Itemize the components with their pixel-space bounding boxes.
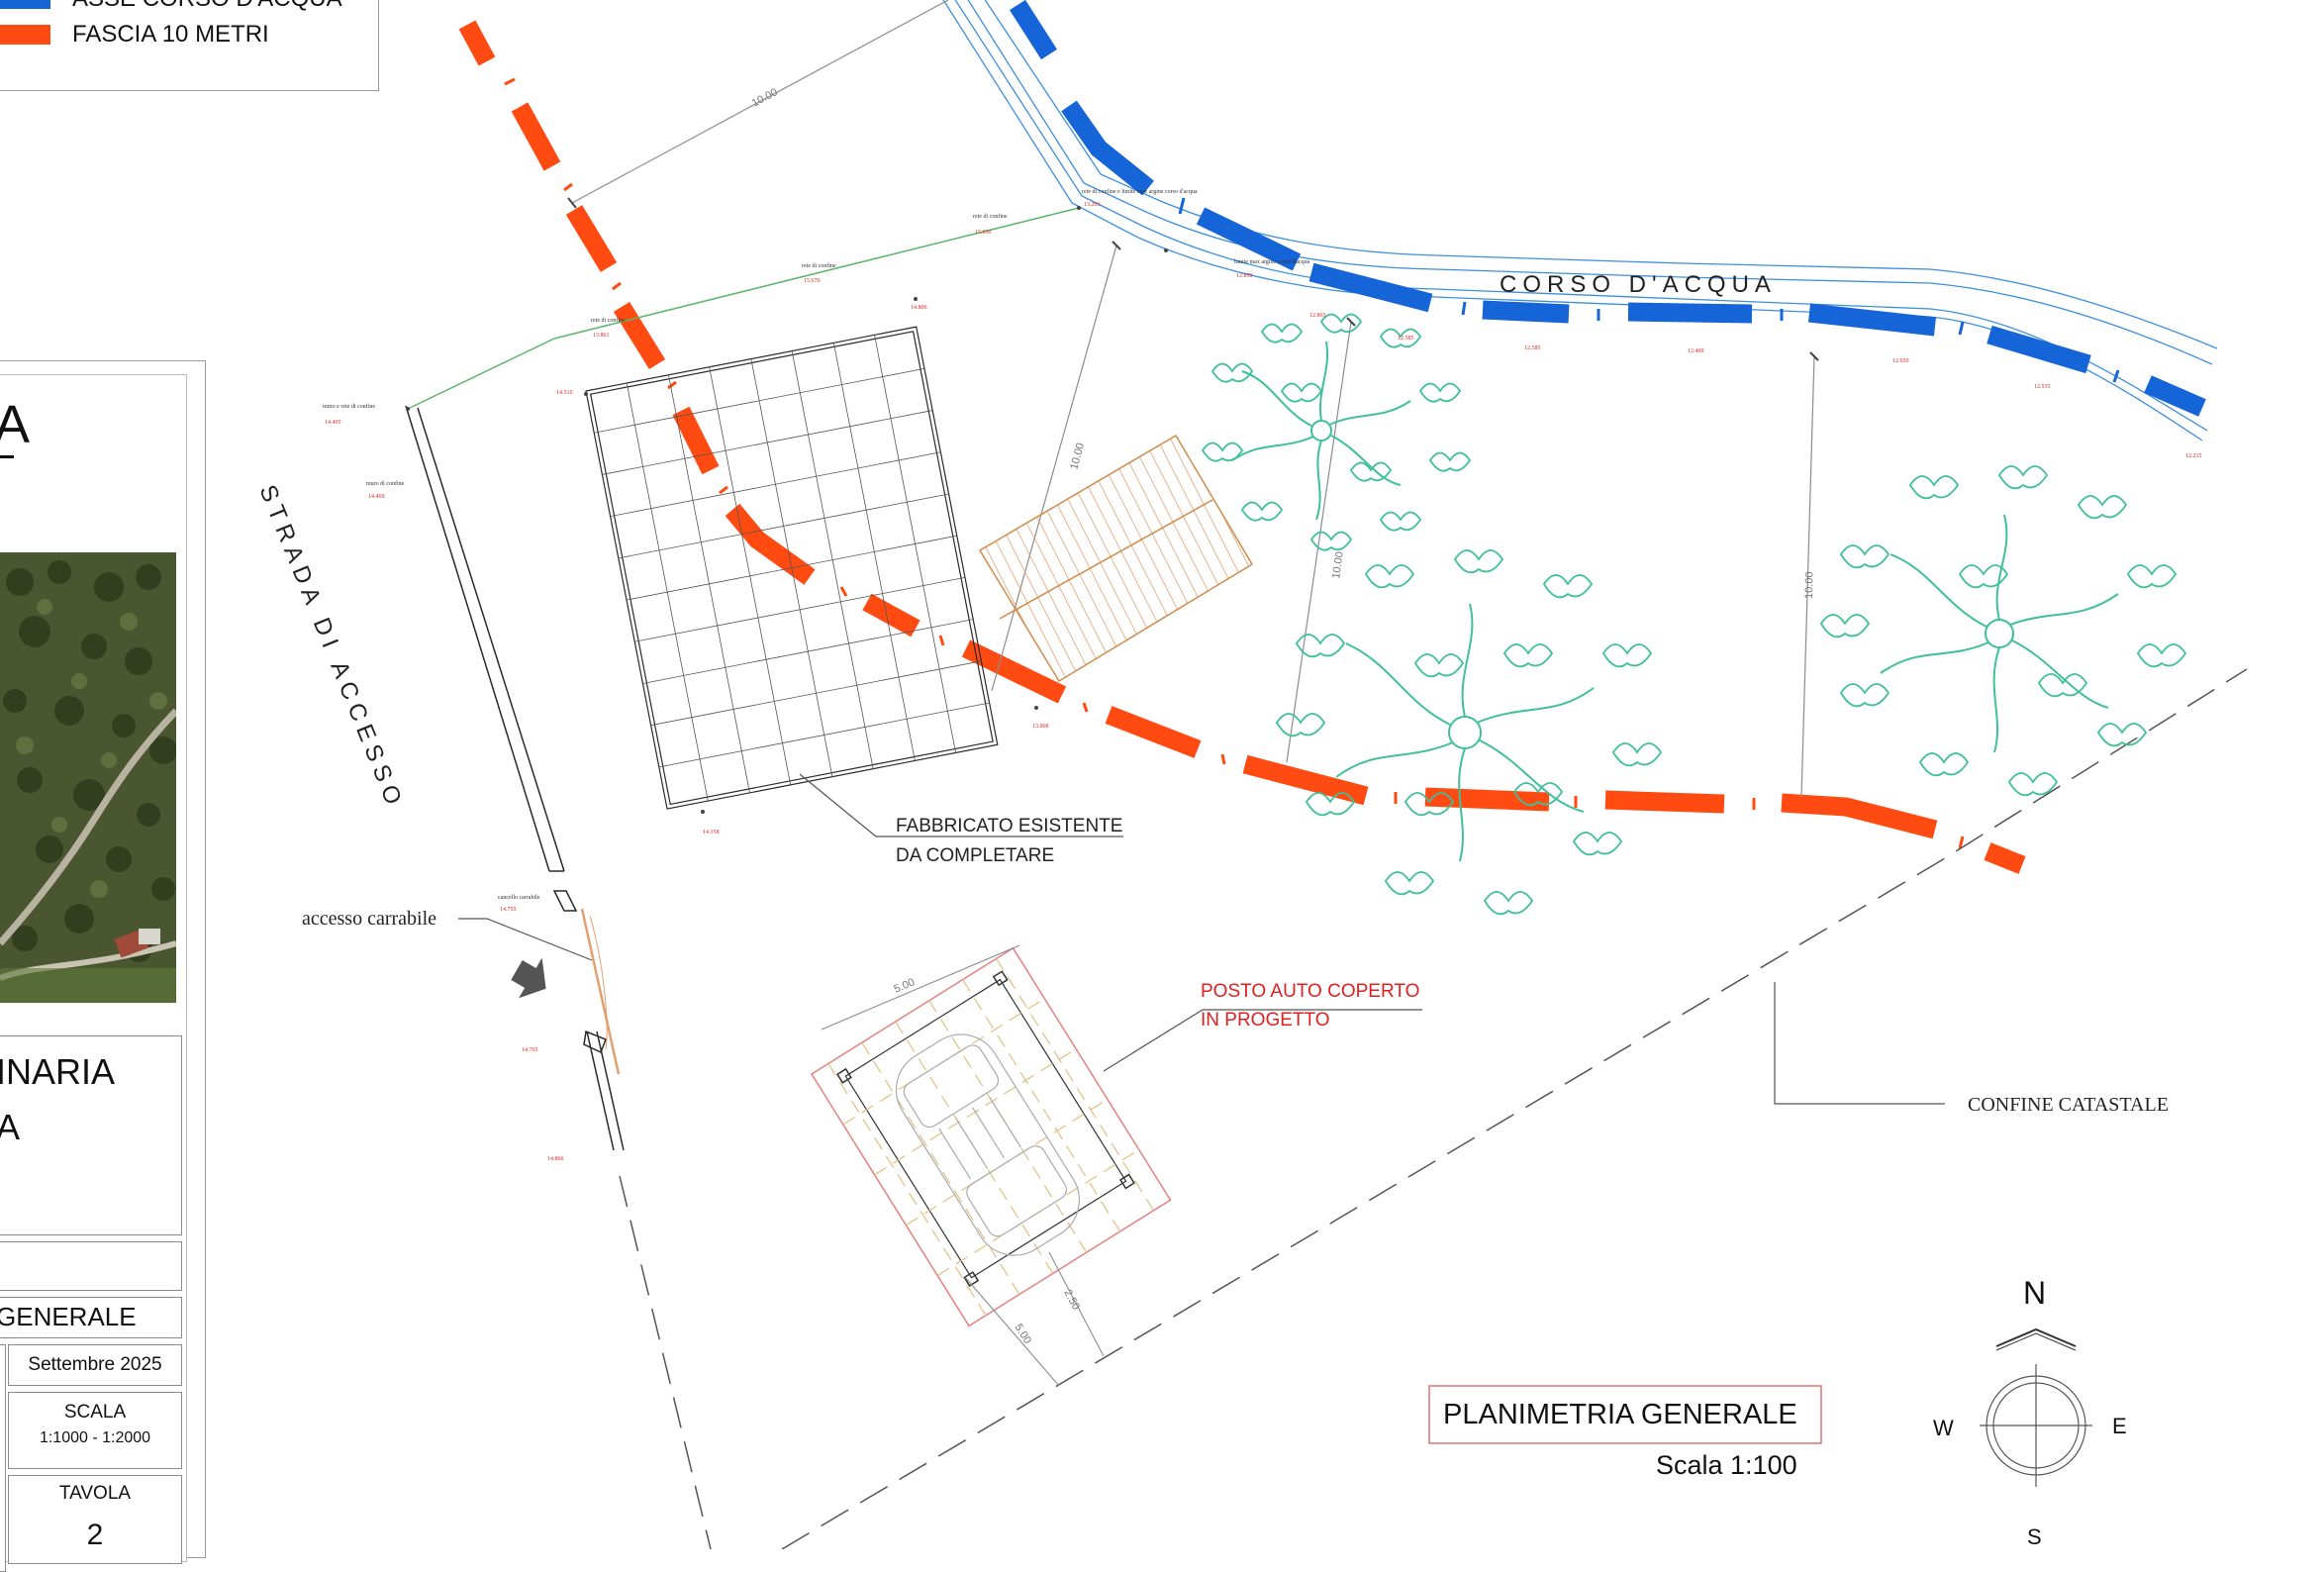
confine-catastale <box>619 668 2248 1549</box>
legend: ASSE CORSO D'ACQUA FASCIA 10 METRI <box>0 0 379 91</box>
hatched-structure <box>978 434 1254 683</box>
title-block-date: Settembre 2025 <box>28 1354 162 1375</box>
survey-label-2: muro di confine <box>366 480 405 487</box>
label-posto-auto-1: POSTO AUTO COPERTO <box>1201 981 1419 1002</box>
survey-label-5: rete di confine <box>973 213 1008 220</box>
survey-elev-4: 14.510 <box>556 390 573 396</box>
dim-label-2: 10.00 <box>1068 442 1087 471</box>
gate-line <box>580 908 621 1075</box>
survey-elev-5: 15.670 <box>804 278 821 284</box>
compass-n: N <box>2023 1275 2046 1311</box>
fascia-ticks <box>504 77 1965 849</box>
compass-icon <box>1980 1327 2092 1487</box>
survey-elev-6: 15.030 <box>975 230 992 236</box>
survey-elev-20: 12.535 <box>2034 384 2051 390</box>
survey-elev-13: 13.203 <box>1084 202 1101 208</box>
title-block-underline <box>0 455 14 458</box>
survey-label-8: cancello carrabile <box>498 895 540 901</box>
legend-item-asse: ASSE CORSO D'ACQUA <box>0 0 342 13</box>
legend-label-asse: ASSE CORSO D'ACQUA <box>72 0 342 13</box>
title-block-subject-text: GENERALE <box>0 1302 137 1331</box>
tree-3 <box>1819 465 2187 797</box>
title-block-letter: A <box>0 395 31 454</box>
survey-elev-21: 12.215 <box>2185 453 2202 459</box>
legend-item-fascia: FASCIA 10 METRI <box>0 21 269 49</box>
survey-elev-14: 12.850 <box>1236 273 1253 279</box>
title-block-tavola-label: TAVOLA <box>58 1483 132 1504</box>
title-block-tavola-value: 2 <box>86 1519 104 1551</box>
title-block-empty-row <box>0 1241 182 1291</box>
survey-markers <box>406 206 1168 814</box>
strada-walls <box>405 405 625 1151</box>
tree-2 <box>1275 549 1663 916</box>
compass-w: W <box>1933 1416 1954 1440</box>
survey-elev-12: 14.866 <box>547 1156 564 1162</box>
label-corso-acqua: CORSO D'ACQUA <box>1500 271 1777 298</box>
survey-elev-9: 14.158 <box>703 830 720 835</box>
fabbricato-esistente <box>585 326 999 810</box>
dim-label-5: 5.00 <box>892 976 916 995</box>
survey-label-1: muro e rete di confine <box>323 403 375 410</box>
legend-swatch-orange <box>0 25 50 45</box>
fascia-10-metri <box>458 20 2026 874</box>
survey-elev-10: 14.755 <box>500 907 517 913</box>
survey-elev-8: 13.808 <box>1032 724 1049 730</box>
aerial-photo <box>0 552 176 1003</box>
fence-line <box>407 207 1080 410</box>
dim-label-7: 5.00 <box>1012 1322 1033 1346</box>
legend-swatch-blue <box>0 0 50 9</box>
dim-label-1: 10.00 <box>750 86 780 110</box>
dim-label-4: 10.00 <box>1803 571 1815 599</box>
survey-elev-15: 12.865 <box>1309 313 1326 319</box>
title-block-project-line1: INARIA <box>0 1051 116 1092</box>
aerial-photo-art <box>0 552 176 1003</box>
title-block-project <box>0 1035 182 1235</box>
title-block-scala-label: SCALA <box>63 1402 127 1423</box>
title-block-date-cell <box>8 1344 182 1386</box>
survey-elev-3: 13.861 <box>593 333 610 339</box>
survey-label-7: limite max argine corso d'acqua <box>1234 259 1310 265</box>
plan-title-frame <box>1428 1385 1822 1444</box>
survey-elev-11: 14.765 <box>522 1047 538 1053</box>
tree-1 <box>1201 313 1472 551</box>
leader-lines <box>458 773 1945 1105</box>
label-strada-accesso: STRADA DI ACCESSO <box>253 481 409 814</box>
survey-elev-17: 12.585 <box>1524 345 1541 351</box>
plan-scale: Scala 1:100 <box>1656 1450 1797 1480</box>
survey-label-3: rete di confine <box>591 317 626 324</box>
gate-arc <box>589 915 608 1050</box>
survey-elev-7: 14.806 <box>911 305 927 311</box>
posto-auto-dims <box>821 944 1105 1387</box>
watercourse-banks <box>942 0 2218 442</box>
survey-elev-1: 14.495 <box>325 420 341 426</box>
title-block-project-line2: A <box>0 1107 21 1147</box>
survey-elev-2: 14.469 <box>368 494 385 500</box>
title-block-scala-cell <box>8 1392 182 1469</box>
survey-elev-19: 12.650 <box>1892 358 1909 364</box>
plan-title: PLANIMETRIA GENERALE <box>1443 1399 1797 1430</box>
compass-s: S <box>2027 1524 2042 1549</box>
label-accesso-carrabile: accesso carrabile <box>302 908 436 930</box>
survey-elev-18: 12.400 <box>1688 348 1704 354</box>
label-fabbricato-1: FABBRICATO ESISTENTE <box>896 816 1122 836</box>
watercourse-axis <box>1009 0 2206 417</box>
survey-elev-16: 12.585 <box>1398 336 1414 342</box>
dimension-lines <box>571 0 1815 798</box>
legend-label-fascia: FASCIA 10 METRI <box>72 21 269 48</box>
title-block-scala-value: 1:1000 - 1:2000 <box>39 1429 151 1446</box>
survey-label-4: rete di confine <box>802 262 836 269</box>
title-block-subject <box>0 1297 182 1338</box>
label-fabbricato-2: DA COMPLETARE <box>896 845 1054 866</box>
posto-auto-coperto <box>810 946 1172 1327</box>
label-posto-auto-2: IN PROGETTO <box>1201 1010 1330 1031</box>
watercourse-axis-ticks <box>1178 197 2120 383</box>
survey-label-6: rete di confine e limite max argine cors… <box>1082 188 1198 195</box>
dimension-ticks <box>567 197 1819 361</box>
label-confine-catastale: CONFINE CATASTALE <box>1968 1094 2169 1116</box>
dim-label-3: 10.00 <box>1330 550 1346 579</box>
entry-arrow-icon <box>511 957 546 999</box>
compass-e: E <box>2112 1414 2127 1438</box>
